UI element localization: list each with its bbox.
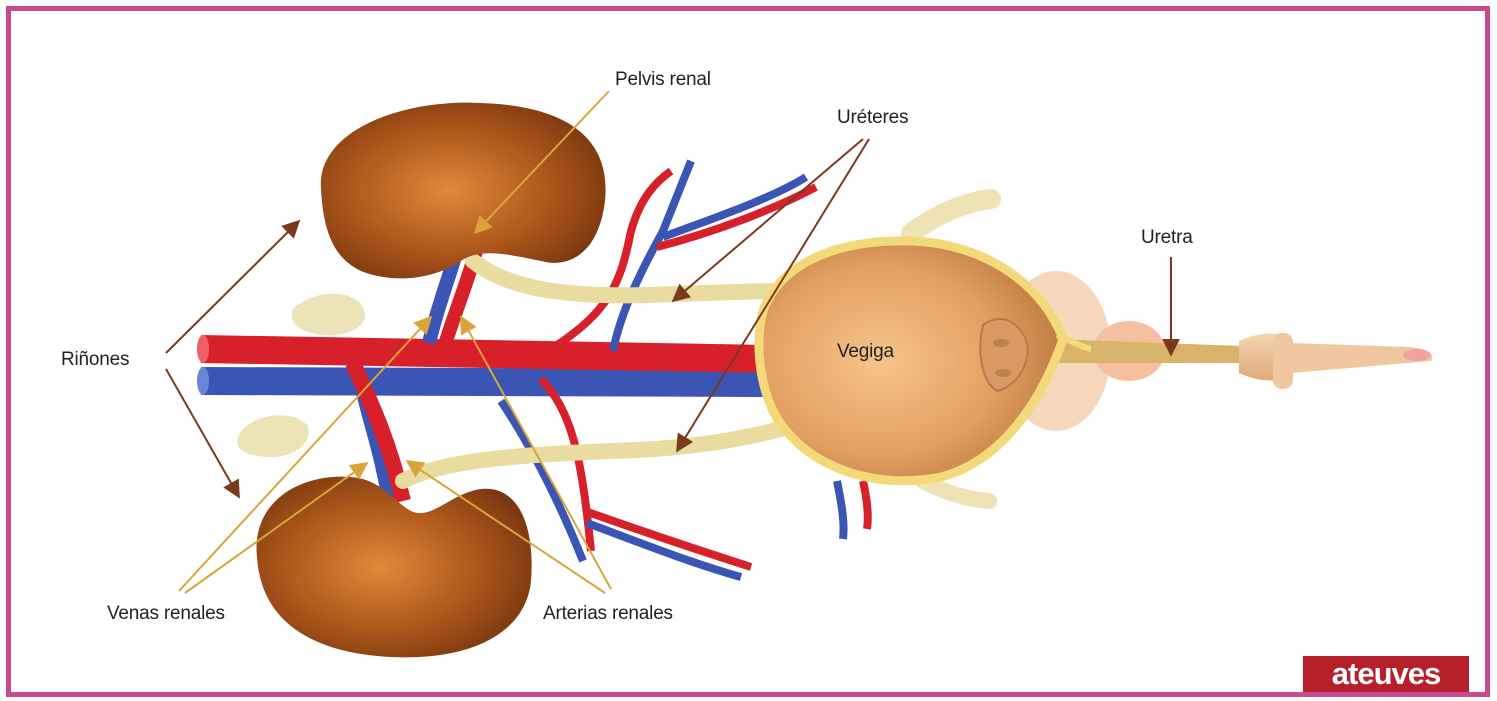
label-arterias-renales: Arterias renales (543, 603, 673, 625)
label-uretra: Uretra (1141, 227, 1193, 249)
lower-fat-pad (237, 415, 308, 457)
urinary-system-illustration (11, 11, 1485, 692)
bladder-upper-ligament (911, 199, 991, 233)
bladder-lower-ligament (923, 481, 989, 501)
rinones-arrow-upper (166, 221, 299, 353)
bladder-artery (863, 481, 868, 529)
upper-ureter (473, 261, 781, 295)
upper-fat-pad (292, 294, 365, 336)
aorta (201, 349, 771, 359)
ateuves-logo: ateuves (1303, 656, 1469, 692)
upper-kidney (321, 103, 606, 279)
bladder-vein (837, 481, 844, 539)
label-pelvis-renal: Pelvis renal (615, 69, 711, 91)
vena-cava (201, 381, 771, 383)
lower-kidney (257, 477, 532, 658)
label-rinones: Riñones (61, 349, 129, 371)
label-ureteres: Uréteres (837, 107, 908, 129)
lower-branch-vein (587, 523, 741, 577)
diagram-frame: Pelvis renal Uréteres Uretra Riñones Veg… (6, 6, 1490, 697)
lower-branch-artery (585, 511, 751, 567)
label-venas-renales: Venas renales (107, 603, 225, 625)
lower-ureter (403, 429, 781, 481)
label-vegiga: Vegiga (837, 341, 894, 363)
